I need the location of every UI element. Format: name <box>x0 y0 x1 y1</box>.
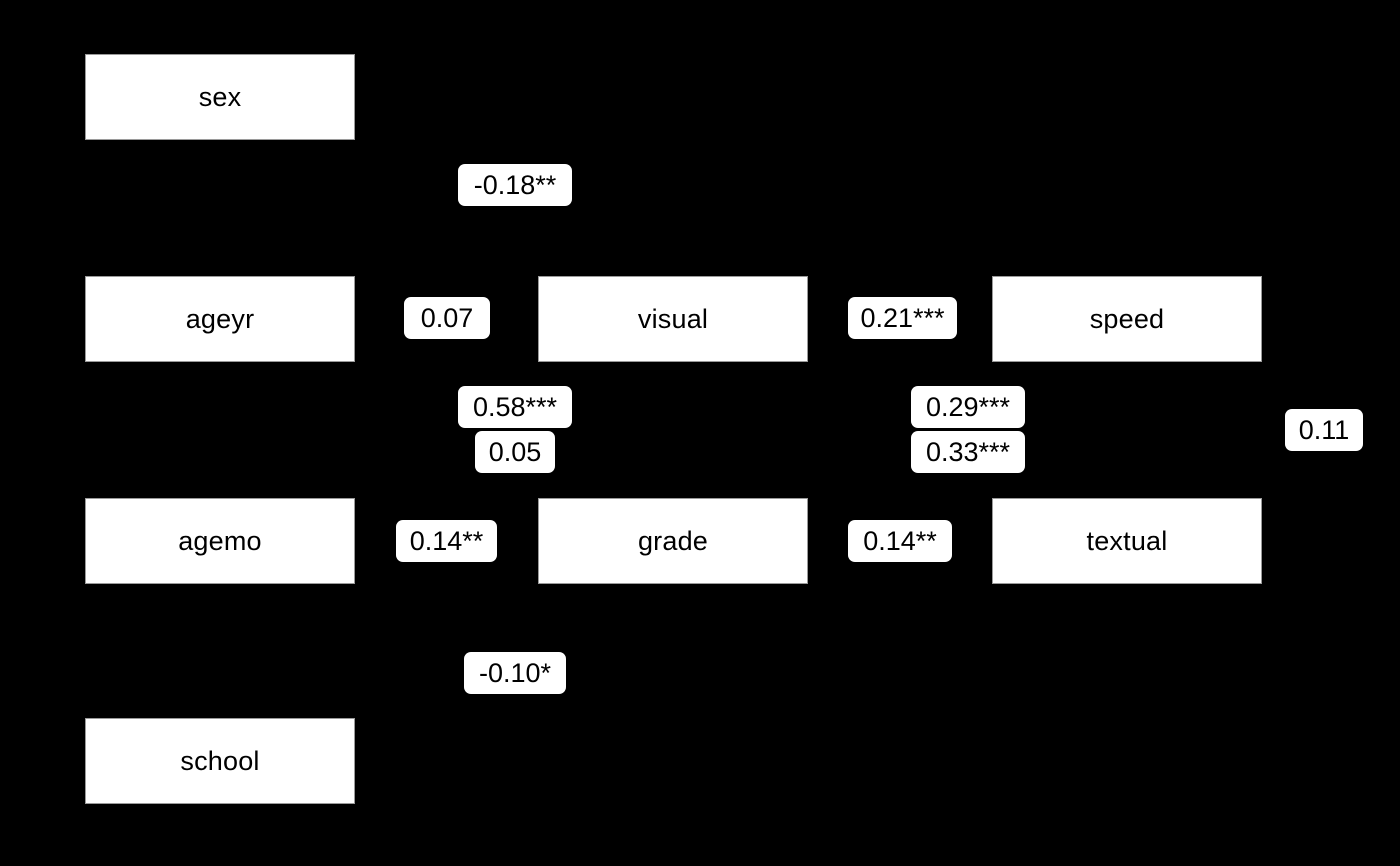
node-box-agemo[interactable]: agemo <box>85 498 355 584</box>
node-box-school[interactable]: school <box>85 718 355 804</box>
edge-label-ageyr-visual: 0.07 <box>404 297 490 339</box>
node-box-ageyr[interactable]: ageyr <box>85 276 355 362</box>
node-box-sex[interactable]: sex <box>85 54 355 140</box>
node-box-textual[interactable]: textual <box>992 498 1262 584</box>
edge-label-school-grade: -0.10* <box>464 652 566 694</box>
node-box-speed[interactable]: speed <box>992 276 1262 362</box>
edge-label-visual-textual: 0.29*** <box>911 386 1025 428</box>
edge-label-grade-speed: 0.33*** <box>911 431 1025 473</box>
node-box-grade[interactable]: grade <box>538 498 808 584</box>
edge-label-agemo-visual: 0.05 <box>475 431 555 473</box>
edge-label-sex-visual: -0.18** <box>458 164 572 206</box>
edge-label-agemo-grade: 0.14** <box>396 520 497 562</box>
edge-label-speed-textual: 0.11 <box>1285 409 1363 451</box>
edge-label-visual-speed: 0.21*** <box>848 297 957 339</box>
edge-label-ageyr-grade: 0.58*** <box>458 386 572 428</box>
edge-label-grade-textual: 0.14** <box>848 520 952 562</box>
node-box-visual[interactable]: visual <box>538 276 808 362</box>
